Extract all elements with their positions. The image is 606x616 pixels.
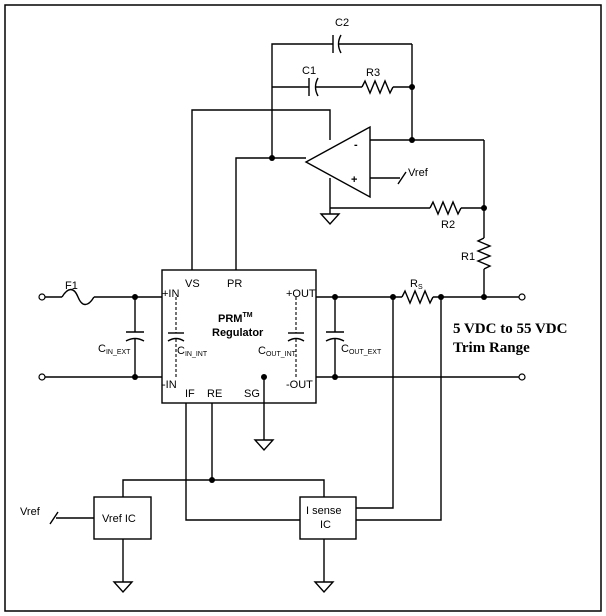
output-negative-terminal: [518, 373, 526, 381]
r2-branch: [330, 200, 484, 216]
c1-r3-branch: [272, 77, 412, 97]
vref-ic-box: [93, 496, 152, 540]
opamp-plus-label: +: [351, 174, 357, 186]
ground-symbol: [313, 581, 335, 594]
rs-label: RS: [410, 278, 423, 291]
cin-int-label: CIN_INT: [177, 345, 208, 358]
opamp-minus-label: -: [354, 139, 358, 151]
output-positive-terminal: [518, 293, 526, 301]
junction-dot: [481, 205, 487, 211]
cout-int-capacitor: [287, 297, 305, 377]
r3-label: R3: [366, 67, 380, 79]
op-amp: - +: [304, 125, 371, 199]
cout-int-label: COUT_INT: [258, 345, 297, 358]
cout-ext-capacitor: [325, 297, 345, 377]
vref-ic-label: Vref IC: [102, 513, 136, 525]
c1-label: C1: [302, 65, 316, 77]
junction-dot: [409, 137, 415, 143]
junction-dot: [269, 155, 275, 161]
prm-pin-out-plus: +OUT: [286, 288, 316, 300]
vref-input-label: Vref: [20, 506, 41, 518]
trim-range-line1: 5 VDC to 55 VDC: [453, 321, 567, 337]
isense-ic-box: [299, 496, 357, 540]
ground-symbol: [319, 208, 341, 226]
r1-label: R1: [461, 251, 475, 263]
prm-pin-re: RE: [207, 388, 222, 400]
vref-opamp-label: Vref: [408, 167, 429, 179]
rs-resistor: [401, 289, 434, 305]
input-negative-terminal: [38, 373, 46, 381]
prm-subtitle: Regulator: [212, 327, 264, 339]
ground-symbol: [112, 581, 134, 594]
prm-regulator-box: [161, 269, 317, 404]
r1-branch: [476, 237, 492, 297]
prm-pin-in-plus: +IN: [162, 288, 179, 300]
cin-ext-label: CIN_EXT: [98, 343, 131, 356]
c2-branch: [271, 34, 413, 158]
r2-label: R2: [441, 219, 455, 231]
prm-pin-sg: SG: [244, 388, 260, 400]
cin-int-capacitor: [167, 297, 185, 377]
junction-dot: [409, 84, 415, 90]
c2-label: C2: [335, 17, 349, 29]
prm-pin-pr: PR: [227, 278, 242, 290]
ground-symbol: [253, 439, 275, 452]
input-positive-terminal: [38, 293, 46, 301]
cin-ext-capacitor: [125, 297, 145, 377]
prm-pin-vs: VS: [185, 278, 200, 290]
prm-pin-out-minus: -OUT: [286, 379, 313, 391]
f1-label: F1: [65, 280, 78, 292]
trim-range-line2: Trim Range: [453, 340, 530, 356]
fuse-f1: [61, 288, 95, 306]
isense-ic-label-line2: IC: [320, 519, 331, 531]
diagram-frame: [4, 4, 602, 612]
prm-pin-if: IF: [185, 388, 195, 400]
prm-pin-in-minus: -IN: [162, 379, 177, 391]
cout-ext-label: COUT_EXT: [341, 343, 382, 356]
isense-ic-label-line1: I sense: [306, 505, 341, 517]
prm-title: PRMTM: [218, 312, 253, 325]
